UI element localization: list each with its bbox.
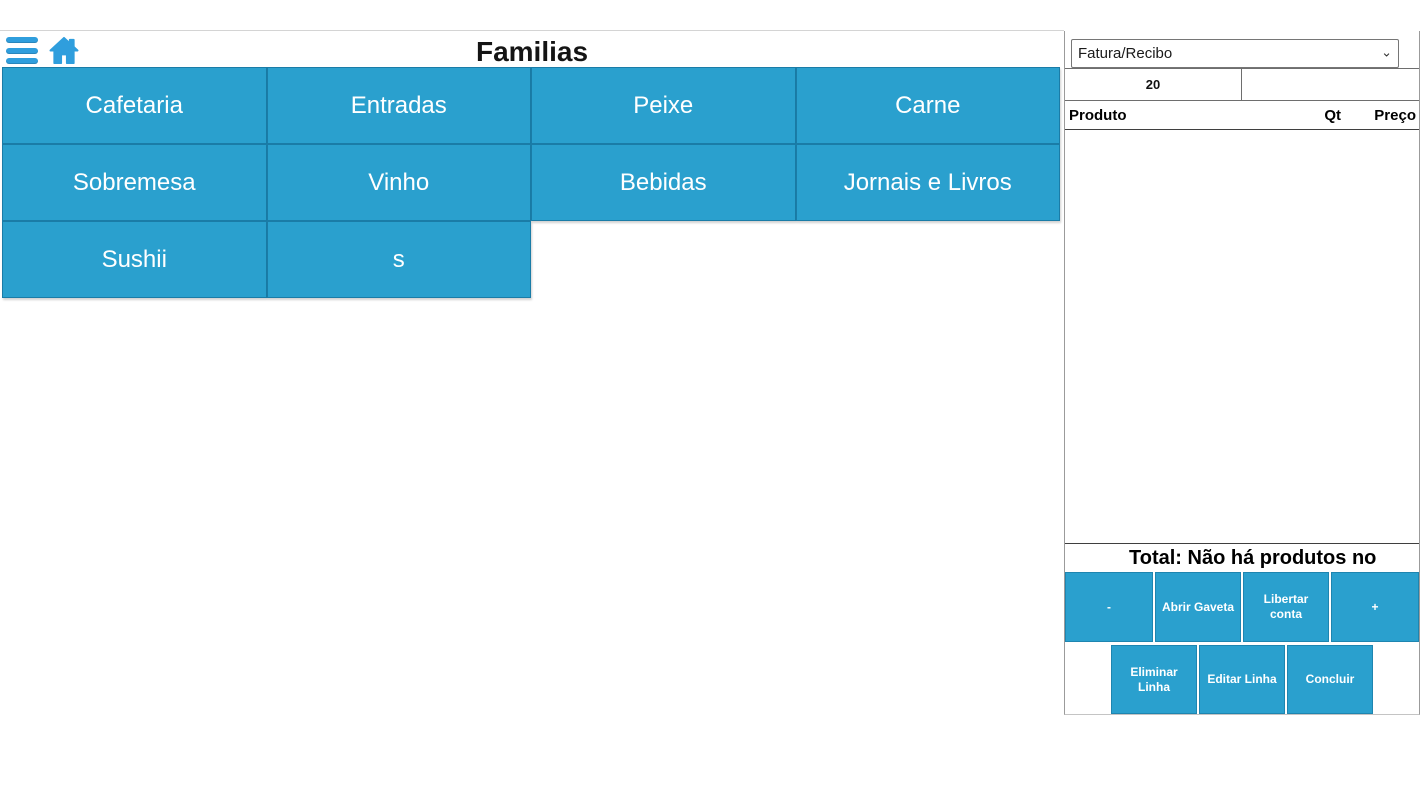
- conclude-button[interactable]: Concluir: [1287, 645, 1373, 714]
- nav-icons: [6, 36, 80, 65]
- actions-row-1: - Abrir Gaveta Libertar conta +: [1065, 572, 1419, 642]
- delete-line-button[interactable]: Eliminar Linha: [1111, 645, 1197, 714]
- family-button-s[interactable]: s: [266, 221, 531, 298]
- top-divider: [0, 30, 1064, 31]
- terminal-row: 20: [1065, 68, 1419, 101]
- order-lines-list[interactable]: [1065, 130, 1419, 543]
- release-account-button[interactable]: Libertar conta: [1243, 572, 1329, 642]
- order-panel: Fatura/Recibo ⌄ 20 Produto Qt Preço Tota…: [1064, 31, 1420, 715]
- open-drawer-button[interactable]: Abrir Gaveta: [1155, 572, 1241, 642]
- family-button-entradas[interactable]: Entradas: [266, 67, 531, 144]
- family-button-cafetaria[interactable]: Cafetaria: [2, 67, 267, 144]
- family-grid: Cafetaria Entradas Peixe Carne Sobremesa…: [2, 67, 1060, 298]
- page-title: Familias: [475, 36, 589, 67]
- family-button-carne[interactable]: Carne: [795, 67, 1060, 144]
- edit-line-button[interactable]: Editar Linha: [1199, 645, 1285, 714]
- increment-button[interactable]: +: [1331, 572, 1419, 642]
- document-type-select-wrap: Fatura/Recibo ⌄: [1071, 39, 1399, 68]
- column-header-preco: Preço: [1374, 106, 1416, 124]
- family-button-jornais-e-livros[interactable]: Jornais e Livros: [795, 144, 1060, 221]
- terminal-number-cell[interactable]: 20: [1065, 69, 1242, 100]
- total-label: Total: Não há produtos no: [1065, 543, 1419, 572]
- hamburger-menu-icon[interactable]: [6, 37, 38, 64]
- empty-cell[interactable]: [1242, 69, 1419, 100]
- family-button-sushii[interactable]: Sushii: [2, 221, 267, 298]
- family-button-sobremesa[interactable]: Sobremesa: [2, 144, 267, 221]
- family-button-bebidas[interactable]: Bebidas: [531, 144, 796, 221]
- family-button-vinho[interactable]: Vinho: [266, 144, 531, 221]
- column-header-produto: Produto: [1069, 106, 1127, 124]
- home-icon[interactable]: [48, 36, 80, 65]
- decrement-button[interactable]: -: [1065, 572, 1153, 642]
- actions-row-2: Eliminar Linha Editar Linha Concluir: [1111, 645, 1419, 714]
- family-button-peixe[interactable]: Peixe: [531, 67, 796, 144]
- order-table-header: Produto Qt Preço: [1065, 101, 1419, 130]
- document-type-select[interactable]: Fatura/Recibo: [1071, 39, 1399, 68]
- column-header-qt: Qt: [1324, 106, 1341, 124]
